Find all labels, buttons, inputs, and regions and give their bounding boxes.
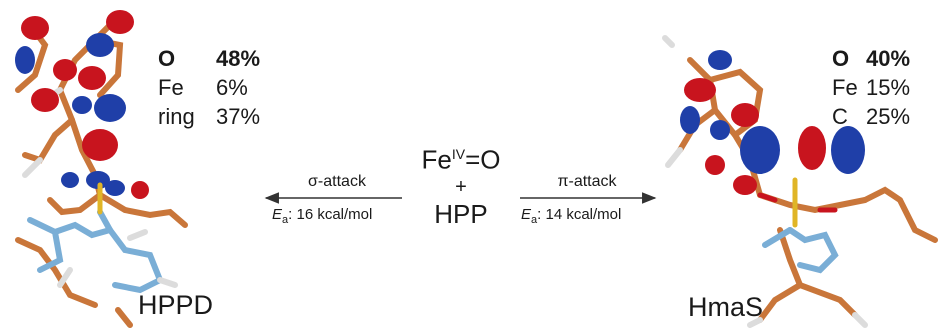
oxo-group: =O [465,144,501,175]
hmas-comp-row-c: C 25% [832,102,910,131]
hmas-comp-percent: 15% [866,75,911,100]
hppd-comp-row-ring: ring 37% [158,102,260,131]
hmas-structure [662,35,938,328]
hppd-comp-row-o: O 48% [158,44,260,73]
ea-symbol: E [272,206,283,223]
pi-activation-energy: Ea: 14 kcal/mol [521,206,621,226]
ferryl-species: FeIV=O [406,138,516,176]
hmas-comp-element: C [832,104,848,129]
fe-oxidation-state: IV [451,146,466,162]
hmas-red-bonds [757,192,838,213]
hmas-blue-bonds [762,227,839,274]
ea-value: : 16 kcal/mol [288,206,373,223]
reactants: FeIV=O + HPP [406,138,516,230]
hppd-blue-bonds [27,209,164,294]
hmas-comp-percent: 40% [866,46,911,71]
hppd-comp-element: Fe [158,75,184,100]
hmas-comp-row-fe: Fe 15% [832,73,910,102]
hmas-comp-element: O [832,46,850,71]
ea-value: : 14 kcal/mol [537,206,622,223]
sigma-attack-label: σ-attack [308,173,366,190]
hppd-structure [15,10,188,328]
sigma-activation-energy: Ea: 16 kcal/mol [272,206,372,226]
hmas-hydrogens [662,35,868,328]
ea-symbol: E [521,206,532,223]
hppd-comp-percent: 6% [216,75,248,100]
hmas-comp-percent: 25% [866,104,911,129]
hmas-comp-row-o: O 40% [832,44,910,73]
hppd-comp-element: O [158,46,176,71]
pi-attack-label: π-attack [557,173,617,190]
hmas-composition: O 40% Fe 15% C 25% [832,44,910,131]
hppd-comp-percent: 37% [216,104,261,129]
hmas-comp-element: Fe [832,75,858,100]
hppd-lobes [15,10,149,199]
ea-subscript: a [531,214,538,226]
hppd-composition: O 48% Fe 6% ring 37% [158,44,260,131]
hppd-comp-element: ring [158,104,195,129]
plus-sign: + [455,175,467,198]
hppd-comp-percent: 48% [216,46,261,71]
hppd-comp-row-fe: Fe 6% [158,73,260,102]
hmas-label: HmaS [688,292,764,322]
ea-subscript: a [282,214,289,226]
hppd-label: HPPD [138,290,214,320]
hmas-lobes [680,50,865,195]
substrate-label: HPP [434,198,488,229]
fe-symbol: Fe [421,144,452,175]
